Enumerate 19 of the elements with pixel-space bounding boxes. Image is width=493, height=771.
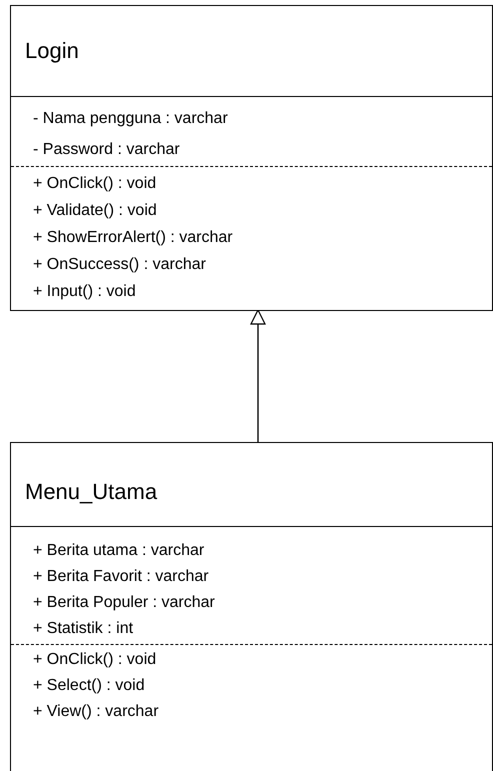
class-box [10, 5, 493, 311]
class-name: Login [25, 38, 79, 64]
attribute-text: - Nama pengguna : varchar [33, 109, 228, 129]
attribute-text: - Password : varchar [33, 140, 180, 160]
method-text: + Validate() : void [33, 201, 157, 221]
method-text: + OnClick() : void [33, 650, 156, 670]
method-text: + OnClick() : void [33, 174, 156, 194]
method-text: + Input() : void [33, 282, 136, 302]
inheritance-arrow [250, 309, 266, 442]
attribute-text: + Statistik : int [33, 619, 134, 639]
method-text: + View() : varchar [33, 702, 159, 722]
attribute-text: + Berita Favorit : varchar [33, 567, 209, 587]
attribute-text: + Berita utama : varchar [33, 541, 204, 561]
attribute-text: + Berita Populer : varchar [33, 593, 215, 613]
method-text: + Select() : void [33, 676, 145, 696]
class-name: Menu_Utama [25, 479, 158, 505]
method-text: + ShowErrorAlert() : varchar [33, 228, 233, 248]
method-text: + OnSuccess() : varchar [33, 255, 206, 275]
class-box [10, 442, 493, 771]
